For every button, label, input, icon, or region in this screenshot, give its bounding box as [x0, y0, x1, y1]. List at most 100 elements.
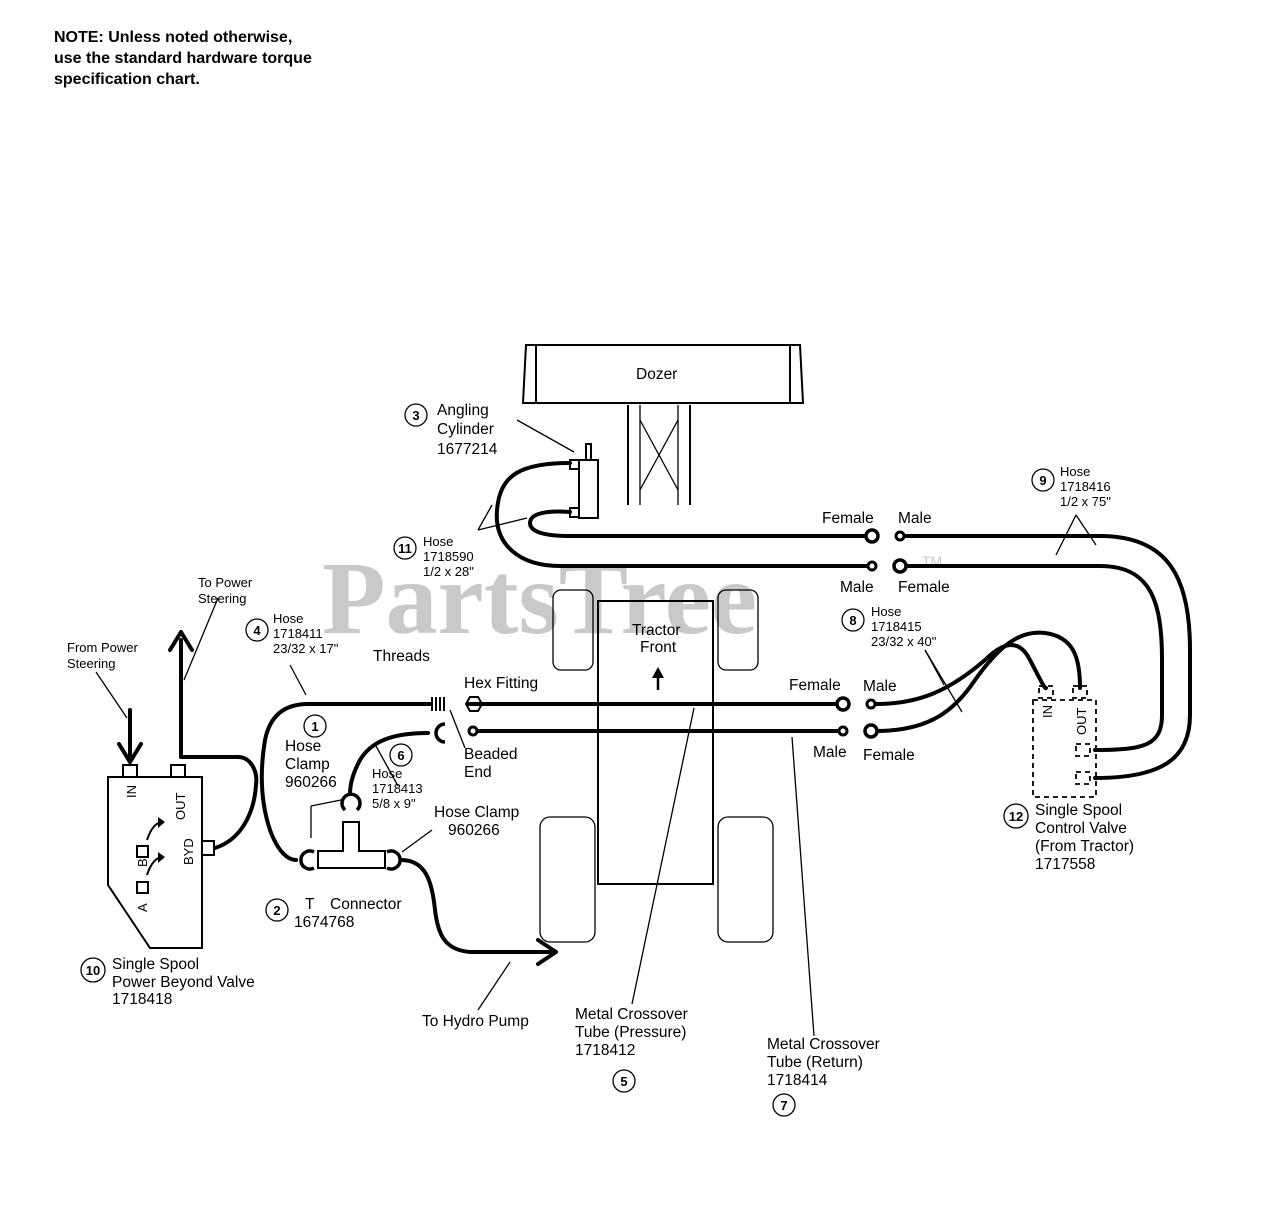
note-block: NOTE: Unless noted otherwise, use the st…	[54, 29, 312, 88]
rear-right-wheel	[717, 816, 774, 943]
hose-to-hydro-pump	[399, 858, 552, 954]
label-hose-clamp-1: Hose Clamp 960266	[285, 738, 337, 791]
port-label-in: IN	[124, 785, 139, 798]
beaded-end	[467, 725, 479, 737]
svg-text:Clamp: Clamp	[285, 756, 330, 773]
label-male-return: Male	[813, 744, 847, 761]
label-to-power-line-1: To Power	[198, 575, 253, 590]
t-connector	[317, 821, 386, 869]
fitting-female-upper	[864, 528, 880, 544]
misc-labels: Female Male Male Female Female Male Male…	[67, 510, 950, 1030]
svg-text:Hose: Hose	[285, 738, 321, 755]
valve-body	[107, 776, 203, 949]
label-to-power-line-2: Steering	[198, 591, 246, 606]
svg-text:23/32 x 40": 23/32 x 40"	[871, 634, 937, 649]
hose-11-outer	[494, 461, 868, 568]
svg-text:Single Spool: Single Spool	[112, 956, 199, 973]
callout-7: 7	[772, 1093, 796, 1117]
svg-text:8: 8	[849, 613, 856, 628]
control-valve-port-a	[1075, 743, 1091, 757]
label-from-power-line-2: Steering	[67, 656, 115, 671]
port-label-a: A	[135, 903, 150, 912]
label-crossover-pressure: Metal Crossover Tube (Pressure) 1718412	[575, 1006, 688, 1059]
svg-text:5/8 x 9": 5/8 x 9"	[372, 796, 416, 811]
svg-text:Tube (Return): Tube (Return)	[767, 1054, 863, 1071]
to-hydro-pump-arrow-icon	[536, 938, 558, 966]
svg-text:Hose: Hose	[273, 611, 303, 626]
svg-text:5: 5	[620, 1074, 627, 1089]
label-hose-11: Hose 1718590 1/2 x 28"	[423, 534, 474, 579]
svg-text:Cylinder: Cylinder	[437, 421, 494, 438]
valve-port-byd	[201, 840, 215, 856]
svg-text:1718413: 1718413	[372, 781, 423, 796]
hose-8-lower	[874, 630, 1082, 733]
label-female-return: Female	[863, 747, 915, 764]
label-threads: Threads	[373, 648, 430, 665]
svg-text:Hose: Hose	[871, 604, 901, 619]
svg-text:Hose Clamp: Hose Clamp	[434, 804, 519, 821]
watermark: PartsTree TM	[322, 541, 942, 656]
cylinder-port-top	[569, 459, 580, 470]
svg-text:11: 11	[398, 541, 412, 556]
note-line-1: NOTE: Unless noted otherwise,	[54, 29, 292, 46]
angling-cylinder	[569, 443, 599, 519]
label-hex-fitting: Hex Fitting	[464, 675, 538, 692]
hose-6	[348, 731, 430, 797]
label-male-pressure: Male	[863, 678, 897, 695]
cylinder-rod	[585, 443, 592, 461]
label-to-hydro-pump: To Hydro Pump	[422, 1013, 529, 1030]
svg-text:6: 6	[397, 748, 404, 763]
hose-4	[259, 702, 432, 862]
watermark-text: PartsTree	[322, 541, 757, 656]
cylinder-body	[578, 459, 599, 519]
port-label-b: B	[135, 858, 150, 867]
svg-text:1718414: 1718414	[767, 1072, 828, 1089]
svg-text:Angling: Angling	[437, 402, 489, 419]
svg-text:1/2 x 75": 1/2 x 75"	[1060, 494, 1111, 509]
svg-text:Hose: Hose	[1060, 464, 1090, 479]
threads-marks	[431, 697, 445, 711]
callouts: 3 11 9 8 4 1 6 2	[80, 403, 1055, 1117]
callout-9: 9	[1031, 468, 1055, 492]
svg-text:4: 4	[253, 623, 261, 638]
hose-clamp-t-right	[386, 849, 402, 871]
svg-text:1: 1	[311, 719, 318, 734]
callout-3: 3	[404, 403, 428, 427]
port-label-byd: BYD	[181, 838, 196, 865]
control-valve-port-b	[1075, 771, 1091, 785]
svg-text:10: 10	[86, 963, 100, 978]
control-port-label-out: OUT	[1074, 708, 1089, 736]
svg-text:Hose: Hose	[423, 534, 453, 549]
rear-left-wheel	[539, 816, 596, 943]
svg-text:1718415: 1718415	[871, 619, 922, 634]
fitting-male-upper	[894, 530, 906, 542]
control-port-label-in: IN	[1040, 705, 1055, 718]
label-hose-clamp-2: Hose Clamp 960266	[434, 804, 519, 839]
callout-12: 12	[1003, 803, 1029, 829]
power-beyond-valve: IN OUT BYD B A	[107, 764, 215, 949]
svg-text:1718590: 1718590	[423, 549, 474, 564]
svg-text:1718416: 1718416	[1060, 479, 1111, 494]
hoses	[117, 461, 1192, 966]
label-hose-8: Hose 1718415 23/32 x 40"	[871, 604, 937, 649]
svg-text:7: 7	[780, 1098, 787, 1113]
hex-fitting	[464, 696, 484, 712]
front-left-wheel	[552, 589, 594, 671]
label-beaded-line-2: End	[464, 764, 492, 781]
tractor-front-line-1: Tractor	[632, 622, 681, 639]
svg-text:(From Tractor): (From Tractor)	[1035, 838, 1134, 855]
svg-text:Single Spool: Single Spool	[1035, 802, 1122, 819]
label-crossover-return: Metal Crossover Tube (Return) 1718414	[767, 1036, 880, 1089]
note-line-2: use the standard hardware torque	[54, 50, 312, 67]
hose-9-inner	[904, 564, 1164, 752]
fitting-female-lower	[892, 558, 908, 574]
hose-clamp-t-top	[340, 792, 362, 812]
fitting-female-return	[863, 723, 879, 739]
svg-text:Tube (Pressure): Tube (Pressure)	[575, 1024, 686, 1041]
hose-9-outer	[904, 534, 1192, 780]
valve-port-out	[170, 764, 186, 778]
svg-text:1718418: 1718418	[112, 991, 172, 1008]
svg-text:1718412: 1718412	[575, 1042, 635, 1059]
dozer-label: Dozer	[636, 366, 677, 383]
control-valve-port-out	[1072, 685, 1088, 699]
